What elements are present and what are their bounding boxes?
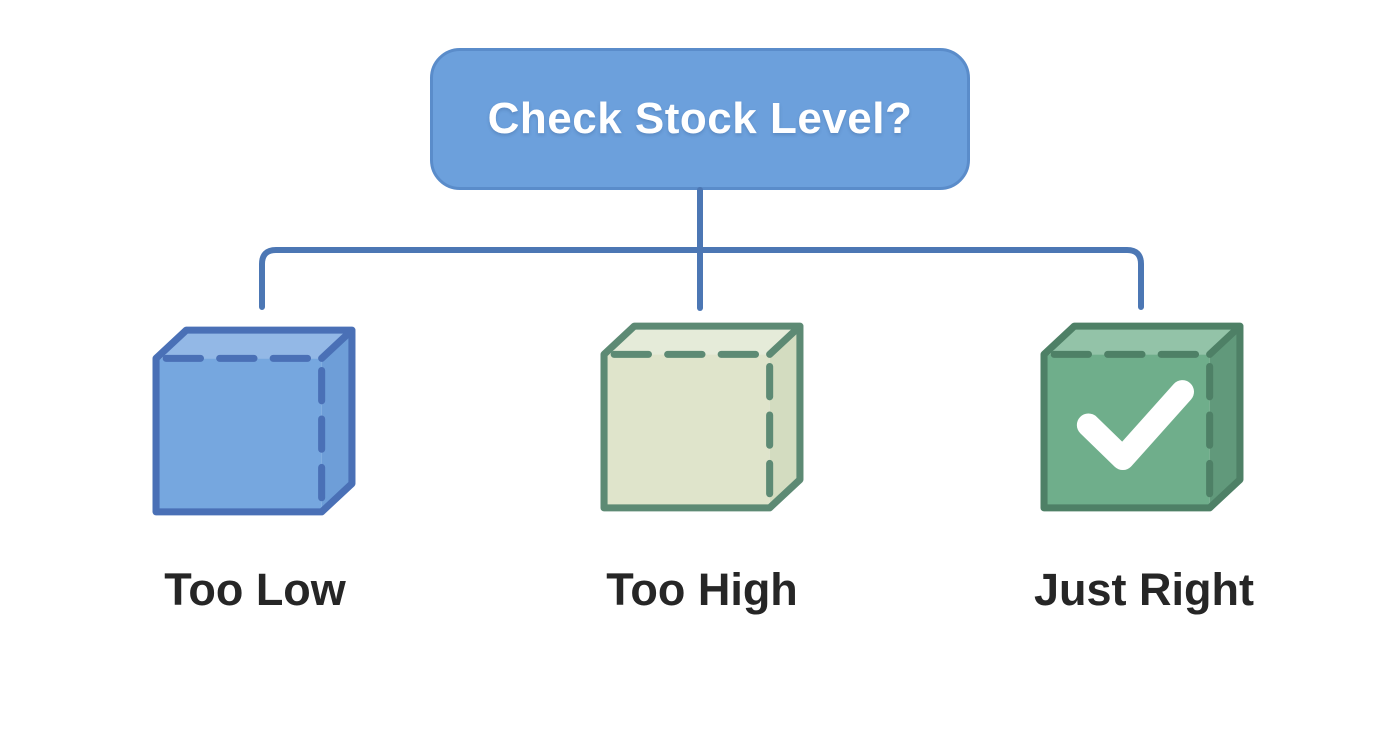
cube-top-face: [604, 326, 800, 355]
decision-node: Check Stock Level?: [430, 48, 970, 190]
cube-too-high-icon: [600, 322, 804, 512]
cube-outline: [600, 322, 804, 512]
cube-front-face: [156, 358, 322, 512]
decision-node-label: Check Stock Level?: [487, 94, 913, 143]
cube-side-face: [769, 326, 800, 508]
cube-outline: [1040, 322, 1244, 512]
cube-top-face: [156, 330, 352, 359]
cube-top-face: [1044, 326, 1240, 355]
cube-front-face: [1044, 354, 1210, 508]
cube-side-face: [321, 330, 352, 512]
cube-just-right-icon: [1040, 322, 1244, 512]
cube-too-low-icon: [152, 326, 356, 516]
cube-outline: [152, 326, 356, 516]
connector-branch-line: [259, 247, 1144, 310]
branch-label-just-right: Just Right: [1034, 564, 1254, 615]
branch-label-too-low: Too Low: [164, 564, 346, 615]
checkmark-icon: [1076, 380, 1194, 471]
cube-front-face: [604, 354, 770, 508]
cube-side-face: [1209, 326, 1240, 508]
branch-label-too-high: Too High: [606, 564, 798, 615]
